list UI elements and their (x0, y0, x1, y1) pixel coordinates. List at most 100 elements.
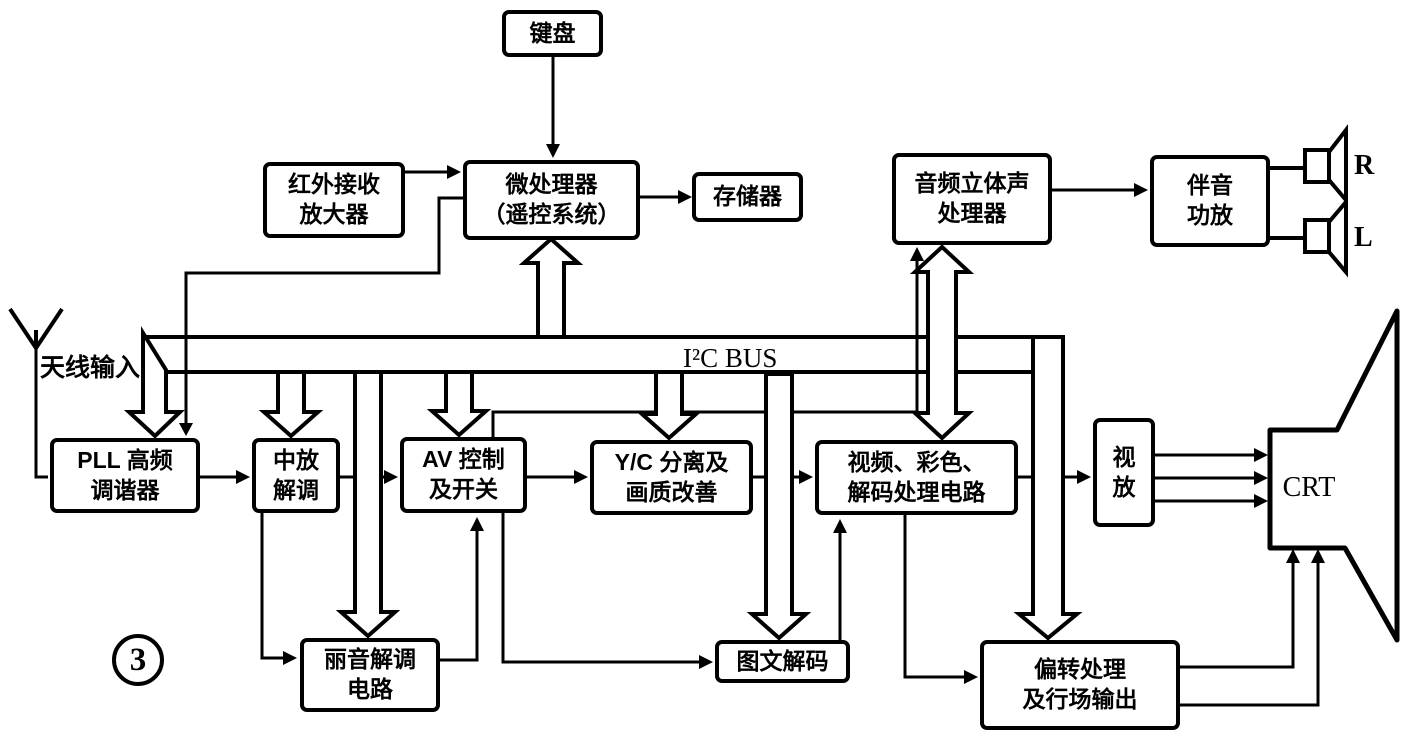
block-yc-separation-line1: Y/C 分离及 (614, 448, 729, 475)
block-keyboard-label: 键盘 (529, 19, 576, 46)
arrowheads (179, 144, 1325, 684)
block-deflection-line2: 及行场输出 (1022, 686, 1138, 712)
block-video-decoder: 视频、彩色、 解码处理电路 (815, 440, 1018, 515)
block-mcu-line2: （遥控系统） (482, 201, 621, 227)
block-sound-amp: 伴音 功放 (1150, 155, 1270, 247)
speaker-left-icon (1303, 218, 1331, 254)
block-mcu: 微处理器 （遥控系统） (463, 160, 640, 240)
arrowhead-videoamp (1077, 470, 1091, 484)
wire-av-to-audioprocessor (491, 259, 919, 437)
block-teletext: 图文解码 (715, 640, 850, 683)
block-audio-processor: 音频立体声 处理器 (892, 153, 1052, 245)
block-video-decoder-line1: 视频、彩色、 (847, 448, 986, 475)
block-av-switch: AV 控制 及开关 (400, 437, 527, 513)
arrowhead-memory (678, 190, 692, 204)
arrowhead-videodecoder (799, 470, 813, 484)
i2c-bus-label: I²C BUS (683, 343, 778, 373)
antenna-input-label: 天线输入 (40, 354, 141, 382)
block-av-switch-line1: AV 控制 (422, 446, 505, 473)
speaker-right-cone-icon (1327, 124, 1348, 206)
wire-deflection-to-crt-2 (1180, 561, 1320, 707)
speaker-left-cone-icon (1327, 196, 1348, 278)
arrowhead-crt-3 (1254, 494, 1268, 508)
arrowhead-tuner-control (179, 423, 193, 436)
speaker-wires (1270, 166, 1305, 240)
bus-arrow-into-teletext (746, 372, 812, 641)
speaker-left-label: L (1354, 222, 1373, 253)
arrowhead-deflection-crt-2 (1311, 549, 1325, 563)
figure-number-badge: 3 (112, 634, 164, 686)
speaker-right-icon (1303, 148, 1331, 184)
bus-arrow-into-tuner (123, 325, 185, 439)
wire-deflection-to-crt-1 (1180, 561, 1295, 669)
arrowhead-deflection-crt-1 (1286, 549, 1300, 563)
block-if-demod: 中放 解调 (252, 438, 340, 513)
bus-arrow-into-mcu (518, 236, 584, 339)
block-video-amp: 视 放 (1093, 418, 1155, 527)
arrowhead-crt-2 (1254, 471, 1268, 485)
arrowhead-crt-1 (1254, 448, 1268, 462)
wire-antenna-to-tuner (34, 348, 48, 479)
block-nicam: 丽音解调 电路 (300, 638, 440, 712)
crt-label: CRT (1282, 472, 1336, 503)
block-memory-label: 存储器 (713, 183, 782, 210)
arrowhead-yc (574, 470, 588, 484)
block-video-decoder-line2: 解码处理电路 (847, 478, 986, 505)
wire-videodecoder-to-deflection (903, 515, 964, 679)
arrowhead-ir (447, 165, 461, 179)
speaker-right-label: R (1354, 150, 1375, 181)
block-audio-processor-line1: 音频立体声 (914, 170, 1030, 197)
block-tuner-line1: PLL 高频 (77, 446, 173, 473)
hollow-bus-arrows (123, 236, 1083, 641)
block-memory: 存储器 (692, 172, 803, 222)
arrowhead-ifdemod (236, 470, 250, 484)
block-ir-receiver-line1: 红外接收 (288, 171, 380, 198)
bus-arrow-into-deflection (1013, 335, 1083, 641)
arrowhead-audioprocessor (910, 247, 924, 261)
block-nicam-line2: 电路 (347, 676, 393, 702)
block-keyboard: 键盘 (502, 10, 603, 57)
arrowhead-amp (1134, 183, 1148, 197)
block-av-switch-line2: 及开关 (429, 476, 498, 502)
block-sound-amp-line1: 伴音 (1187, 172, 1233, 199)
arrowhead-nicam (283, 651, 297, 665)
block-yc-separation: Y/C 分离及 画质改善 (590, 440, 753, 515)
block-deflection-line1: 偏转处理 (1034, 656, 1126, 683)
arrowhead-keyboard (546, 144, 560, 158)
figure-number: 3 (129, 641, 147, 678)
arrowhead-teletext (699, 655, 713, 669)
wire-ifdemod-to-nicam (260, 513, 283, 660)
bus-arrow-into-nicam (335, 370, 401, 639)
wire-nicam-to-av (440, 529, 479, 662)
wire-mcu-to-tuner-control (184, 196, 463, 424)
bus-arrow-into-av (426, 370, 492, 438)
block-mcu-line1: 微处理器 (505, 171, 598, 198)
arrowhead-nicam-to-av (470, 517, 484, 531)
arrowhead-deflection-in (964, 670, 978, 684)
block-tuner: PLL 高频 调谐器 (50, 438, 200, 513)
crt-shape (1267, 308, 1400, 643)
i2c-bus-rails (143, 335, 1063, 374)
block-yc-separation-line2: 画质改善 (625, 478, 718, 505)
wire-av-to-teletext (501, 513, 699, 664)
block-nicam-line1: 丽音解调 (324, 646, 416, 673)
block-ir-receiver: 红外接收 放大器 (263, 162, 405, 238)
bus-arrow-audio-video-double (909, 244, 975, 441)
block-ir-receiver-line2: 放大器 (299, 201, 369, 227)
arrowhead-av (384, 470, 398, 484)
arrowhead-teletext-out (833, 519, 847, 533)
bus-arrow-into-ifdemod (258, 370, 324, 439)
speaker-icons (1303, 124, 1348, 278)
block-tuner-line2: 调谐器 (90, 476, 160, 503)
block-sound-amp-line2: 功放 (1187, 202, 1233, 228)
antenna-icon (8, 307, 64, 352)
block-deflection: 偏转处理 及行场输出 (980, 640, 1180, 730)
signal-wires (34, 57, 1320, 707)
block-video-amp-line2: 放 (1112, 473, 1136, 500)
block-if-demod-line1: 中放 (273, 446, 319, 473)
block-teletext-label: 图文解码 (736, 647, 829, 674)
bus-arrow-into-yc (636, 370, 702, 441)
block-video-amp-line1: 视 (1112, 443, 1136, 470)
